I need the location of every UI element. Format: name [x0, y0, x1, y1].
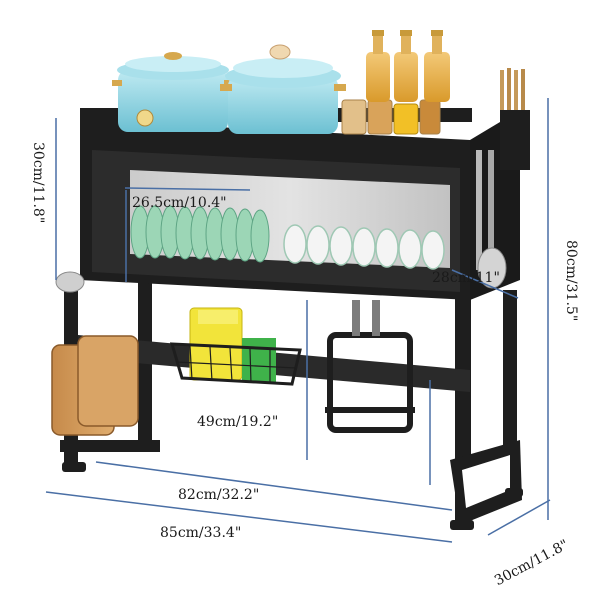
- label-inner-span: 82cm/32.2": [178, 487, 260, 503]
- cutting-board: [51, 335, 139, 436]
- rack-right-base: [450, 290, 523, 530]
- spice-jars: [341, 99, 441, 135]
- blue-pot-right: [220, 44, 346, 134]
- utensil-holder: [325, 300, 415, 433]
- label-total-width: 85cm/33.4": [160, 525, 242, 541]
- side-utensils: [55, 68, 525, 293]
- dishes: [130, 205, 445, 270]
- label-under-clearance: 49cm/19.2": [197, 414, 279, 430]
- label-left-height: 30cm/11.8": [30, 142, 46, 224]
- hanging-basket: [169, 307, 302, 386]
- blue-pot-left: [112, 52, 234, 132]
- label-total-height: 80cm/31.5": [563, 240, 579, 322]
- oil-bottles: [366, 30, 450, 102]
- label-side-depth: 28cm/11": [432, 270, 500, 286]
- dimension-lines: [45, 98, 551, 543]
- label-inner-width: 26.5cm/10.4": [132, 195, 227, 211]
